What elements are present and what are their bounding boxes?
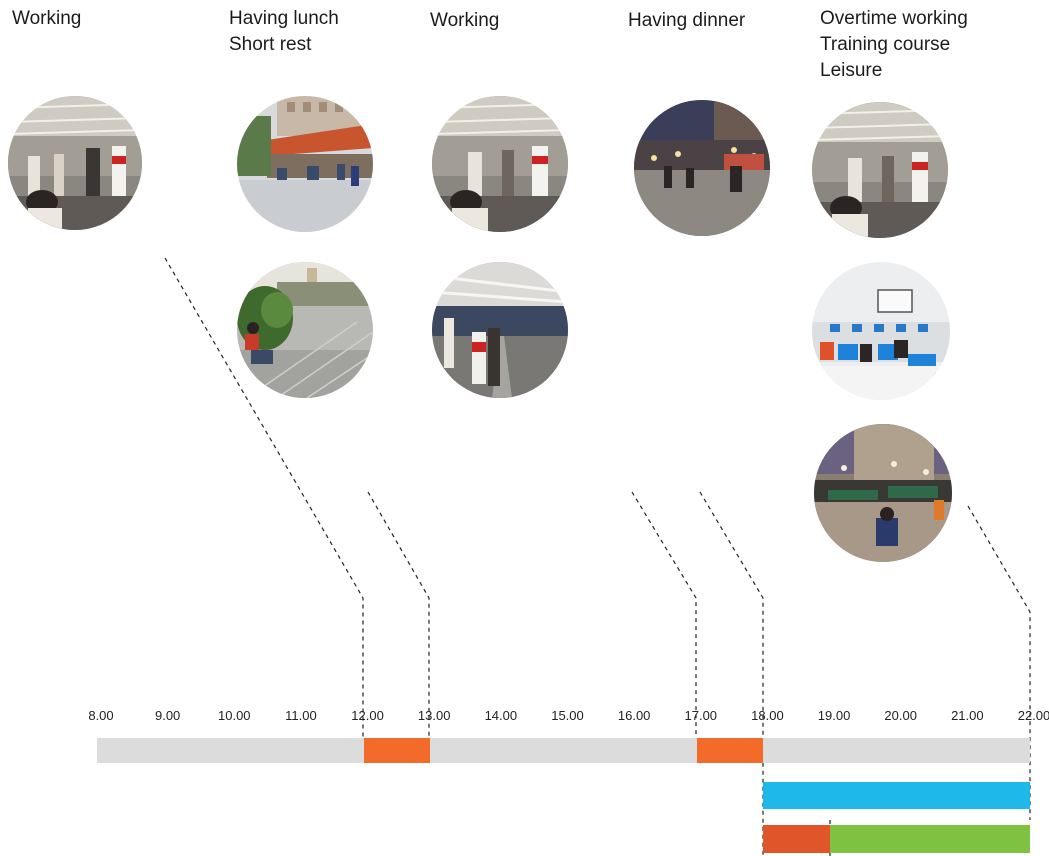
tick-label: 9.00 (154, 708, 181, 723)
label-line: Training course (820, 34, 951, 55)
timeline-segment-third (830, 825, 1030, 853)
label-line: Overtime working (820, 8, 968, 29)
tick-label: 22.00 (1017, 708, 1049, 723)
tick-label: 8.00 (88, 708, 114, 723)
tick-label: 19.00 (817, 708, 851, 723)
street-market-photo (237, 96, 373, 232)
timeline-segment-main (763, 738, 1030, 763)
tick-label: 21.00 (951, 708, 984, 723)
connector-dinner-start (631, 491, 697, 738)
timeline-segment-main (363, 738, 431, 763)
tick-label: 17.00 (684, 708, 718, 723)
label-working-morning: Working (12, 6, 81, 32)
timeline-segment-main (430, 738, 697, 763)
connector-noon-end (367, 491, 430, 738)
tick-label: 13.00 (417, 708, 451, 723)
timeline-segment-third (763, 825, 831, 853)
label-evening: Overtime working Training course Leisure (820, 6, 968, 84)
tick-label: 10.00 (218, 708, 251, 723)
label-line: Having lunch (229, 8, 339, 29)
connector-dinner-end (699, 491, 764, 856)
label-line: Leisure (820, 60, 883, 81)
tick-label: 15.00 (551, 708, 584, 723)
label-dinner: Having dinner (628, 8, 745, 34)
timeline-segment-second (763, 782, 1030, 809)
label-line: Short rest (229, 34, 312, 55)
label-lunch: Having lunch Short rest (229, 6, 339, 58)
tick-label: 20.00 (884, 708, 917, 723)
connector-noon-start (164, 257, 364, 738)
label-line: Working (430, 10, 500, 31)
timeline-segment-main (696, 738, 764, 763)
tick-label: 11.00 (285, 708, 317, 723)
courtyard-rest-photo (237, 262, 373, 398)
connector-evening-end (967, 505, 1031, 820)
tick-label: 16.00 (617, 708, 651, 723)
label-working-afternoon: Working (430, 8, 499, 34)
label-line: Having dinner (628, 10, 746, 31)
label-line: Working (12, 8, 82, 29)
timeline-segment-main (97, 738, 364, 763)
tick-label: 12.00 (351, 708, 384, 723)
factory-floor-photo-2 (432, 96, 568, 232)
tick-label: 18.00 (751, 708, 784, 723)
tick-label: 14.00 (484, 708, 518, 723)
